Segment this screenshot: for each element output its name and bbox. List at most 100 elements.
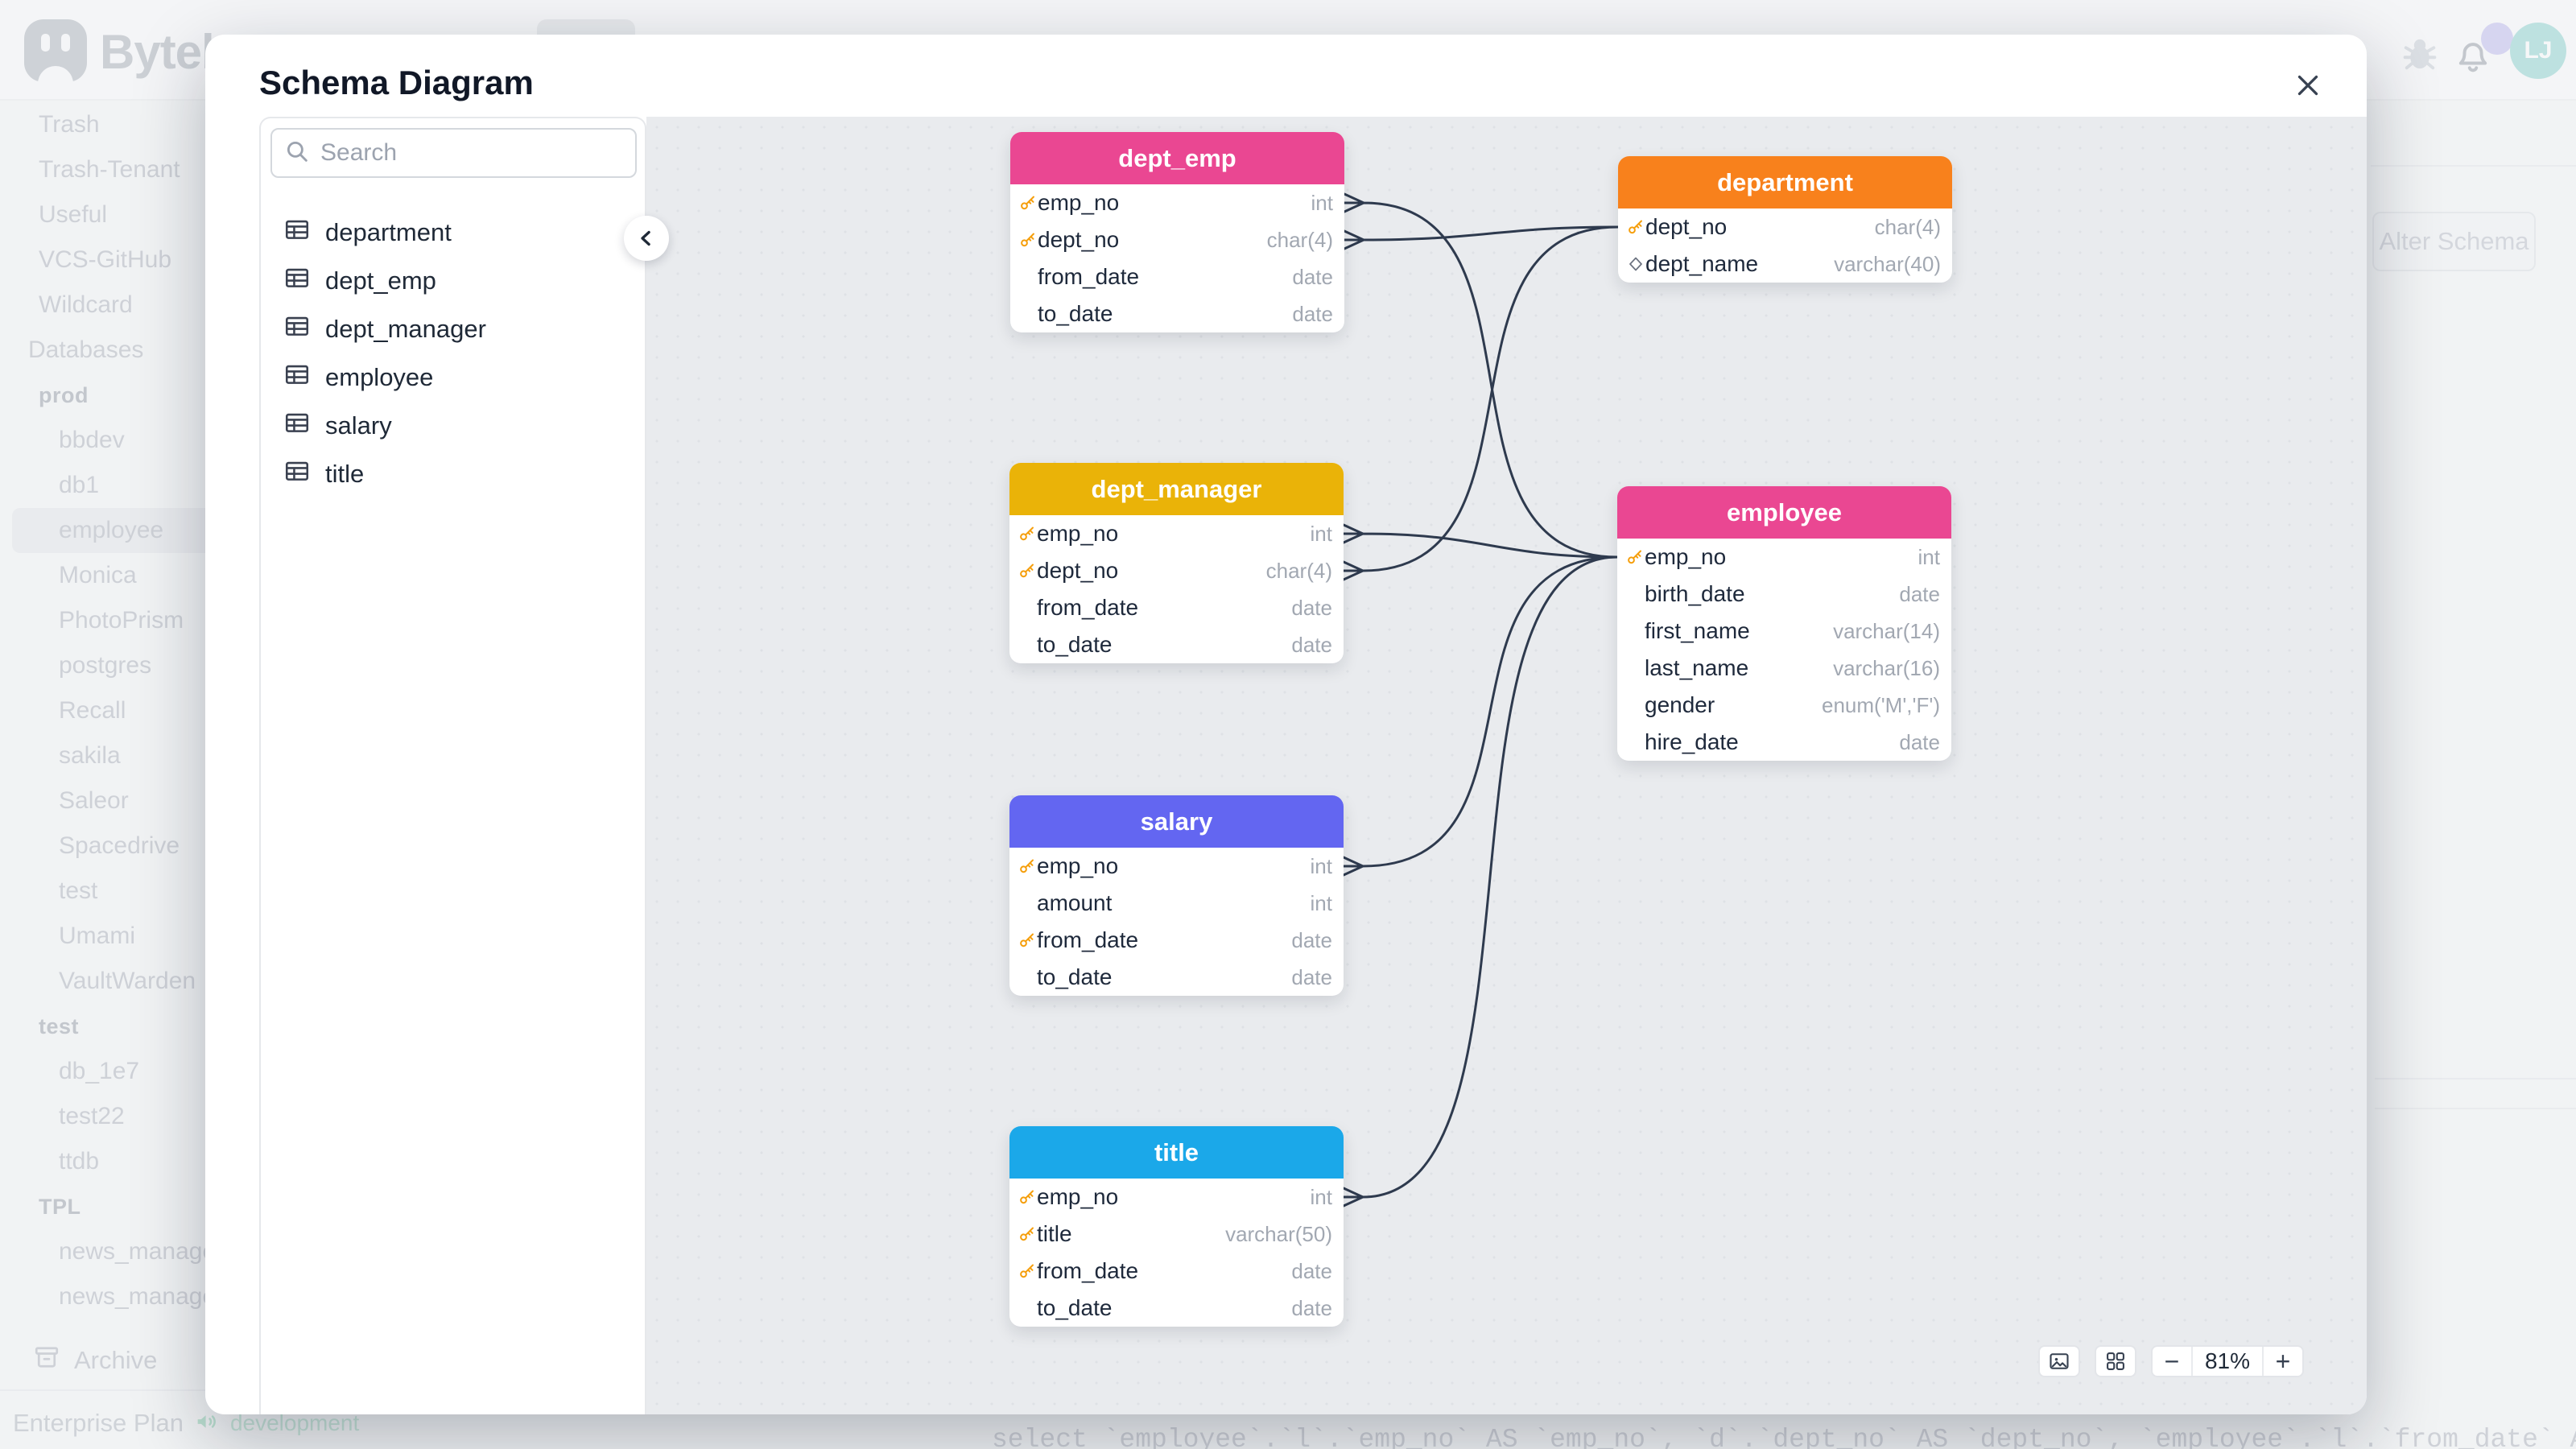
- column-type: date: [1292, 301, 1333, 326]
- column-icon-none: [1018, 266, 1038, 287]
- edge-dept_manager.dept_no-to-department.dept_no: [1342, 225, 1620, 581]
- collapse-panel-button[interactable]: [624, 216, 669, 261]
- edge-dept_emp.emp_no-to-employee.emp_no: [1343, 192, 1619, 559]
- table-list-label: title: [325, 460, 365, 488]
- modal-title: Schema Diagram: [259, 64, 534, 101]
- column-icon-none: [1018, 597, 1037, 618]
- close-icon[interactable]: [2291, 68, 2325, 102]
- column-name: dept_no: [1037, 558, 1119, 583]
- table-list: department dept_emp dept_manager employee sa…: [261, 194, 645, 498]
- edge-dept_manager.emp_no-to-employee.emp_no: [1342, 523, 1619, 559]
- primary-key-icon: [1018, 560, 1037, 581]
- table-header-employee: employee: [1617, 486, 1951, 539]
- search-icon: [283, 138, 311, 169]
- column-type: date: [1292, 264, 1333, 289]
- table-icon: [283, 264, 311, 298]
- zoom-out-button[interactable]: −: [2153, 1347, 2193, 1376]
- column-icon-none: [1018, 893, 1037, 914]
- column-type: int: [1310, 890, 1332, 915]
- column-type: date: [1291, 632, 1332, 657]
- column-type: char(4): [1265, 558, 1332, 583]
- table-list-label: salary: [325, 411, 392, 440]
- column-name: emp_no: [1645, 544, 1727, 569]
- column-type: date: [1291, 1295, 1332, 1320]
- table-list-label: employee: [325, 363, 434, 391]
- table-list-item-department[interactable]: department: [261, 208, 645, 257]
- table-list-label: dept_emp: [325, 266, 436, 295]
- column-type: int: [1918, 544, 1940, 569]
- column-name: to_date: [1037, 964, 1113, 989]
- table-header-salary: salary: [1009, 795, 1344, 848]
- primary-key-icon: [1018, 930, 1037, 951]
- table-icon: [283, 361, 311, 394]
- export-image-button[interactable]: [2038, 1345, 2080, 1377]
- column-type: char(4): [1266, 227, 1333, 252]
- table-list-item-salary[interactable]: salary: [261, 402, 645, 450]
- table-icon: [283, 409, 311, 443]
- column-icon-none: [1625, 658, 1645, 679]
- table-list-item-title[interactable]: title: [261, 450, 645, 498]
- column-name: dept_no: [1038, 227, 1120, 252]
- primary-key-icon: [1018, 523, 1037, 544]
- table-header-dept_emp: dept_emp: [1010, 132, 1344, 184]
- primary-key-icon: [1625, 547, 1645, 568]
- column-icon-none: [1625, 695, 1645, 716]
- column-name: emp_no: [1037, 521, 1119, 546]
- table-header-dept_manager: dept_manager: [1009, 463, 1344, 515]
- column-row-employee-birth_date: birth_date date: [1617, 576, 1951, 613]
- column-icon-none: [1018, 967, 1037, 988]
- column-name: gender: [1645, 692, 1715, 717]
- column-name: hire_date: [1645, 729, 1739, 754]
- column-type: date: [1291, 927, 1332, 952]
- column-name: from_date: [1037, 927, 1139, 952]
- column-type: varchar(16): [1833, 655, 1940, 680]
- table-list-item-dept_manager[interactable]: dept_manager: [261, 305, 645, 353]
- column-row-title-to_date: to_date date: [1009, 1290, 1344, 1327]
- table-header-department: department: [1618, 156, 1952, 208]
- primary-key-icon: [1018, 856, 1037, 877]
- relationship-edges: [1342, 192, 1620, 1208]
- column-name: first_name: [1645, 618, 1750, 643]
- column-name: title: [1037, 1221, 1072, 1246]
- zoom-in-button[interactable]: +: [2262, 1347, 2302, 1376]
- column-type: date: [1291, 1258, 1332, 1283]
- column-type: varchar(14): [1833, 618, 1940, 643]
- search-input[interactable]: [320, 139, 624, 167]
- diagram-table-employee[interactable]: employee emp_no int birth_date date first_nam…: [1617, 486, 1951, 761]
- column-name: from_date: [1038, 264, 1140, 289]
- zoom-level: 81%: [2204, 1348, 2251, 1373]
- table-icon: [283, 457, 311, 491]
- schema-diagram-modal: Schema Diagram department dept_emp dept_ma…: [205, 35, 2367, 1414]
- fit-layout-button[interactable]: [2095, 1345, 2136, 1377]
- column-type: date: [1899, 581, 1940, 606]
- column-row-employee-first_name: first_name varchar(14): [1617, 613, 1951, 650]
- table-list-item-employee[interactable]: employee: [261, 353, 645, 402]
- table-list-label: department: [325, 218, 452, 246]
- primary-key-icon: [1018, 1261, 1037, 1282]
- primary-key-icon: [1018, 1187, 1037, 1208]
- column-icon-none: [1625, 732, 1645, 753]
- column-name: last_name: [1645, 655, 1749, 680]
- search-box[interactable]: [270, 128, 637, 178]
- column-name: to_date: [1037, 1295, 1113, 1320]
- table-list-item-dept_emp[interactable]: dept_emp: [261, 257, 645, 305]
- column-name: birth_date: [1645, 581, 1745, 606]
- column-name: emp_no: [1037, 1184, 1119, 1209]
- table-icon: [283, 312, 311, 346]
- column-row-dept_emp-dept_no: dept_no char(4): [1010, 221, 1344, 258]
- column-type: varchar(40): [1834, 251, 1941, 276]
